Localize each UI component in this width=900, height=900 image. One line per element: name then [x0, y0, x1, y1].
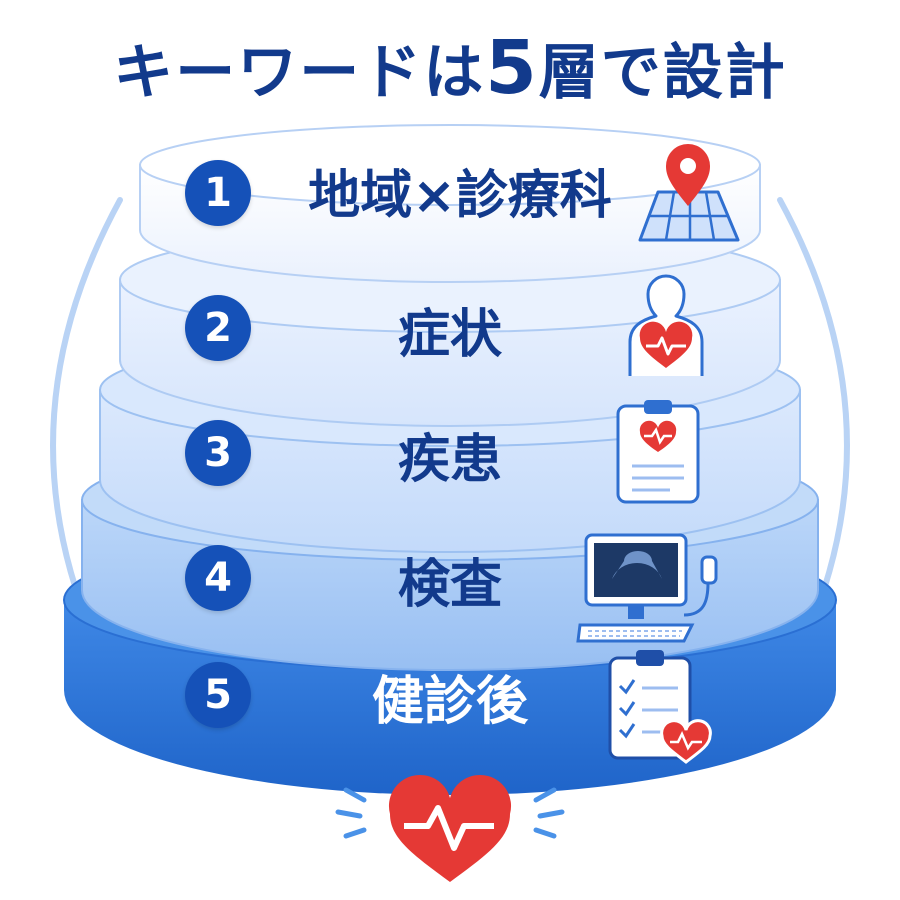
layer-number-5: 5 [185, 662, 251, 728]
map-pin-icon [638, 144, 740, 242]
title-number: 5 [485, 25, 539, 111]
title-prefix: キーワードは [113, 38, 486, 108]
checklist-heart-icon [608, 650, 712, 764]
layer-label-4: 検査 [397, 555, 502, 615]
heart-spark-lines [335, 787, 565, 839]
layer-number-3: 3 [185, 420, 251, 486]
layer-number-2: 2 [185, 295, 251, 361]
right-arc [777, 197, 850, 643]
layer-label-1: 地域×診療科 [308, 166, 612, 226]
torso-heart-icon [628, 274, 704, 376]
left-arc [50, 197, 123, 643]
layer-label-3: 疾患 [397, 430, 502, 490]
layer-disc-1 [139, 124, 761, 283]
layer-label-5: 健診後 [371, 672, 528, 732]
clipboard-heart-icon [616, 400, 700, 504]
page-title: キーワードは5層で設計 [0, 28, 900, 113]
heartbeat-heart-icon [388, 774, 512, 882]
title-suffix: 層で設計 [538, 38, 787, 108]
layer-label-2: 症状 [397, 305, 502, 365]
ultrasound-monitor-icon [576, 533, 718, 643]
layer-number-1: 1 [185, 160, 251, 226]
layer-number-4: 4 [185, 545, 251, 611]
